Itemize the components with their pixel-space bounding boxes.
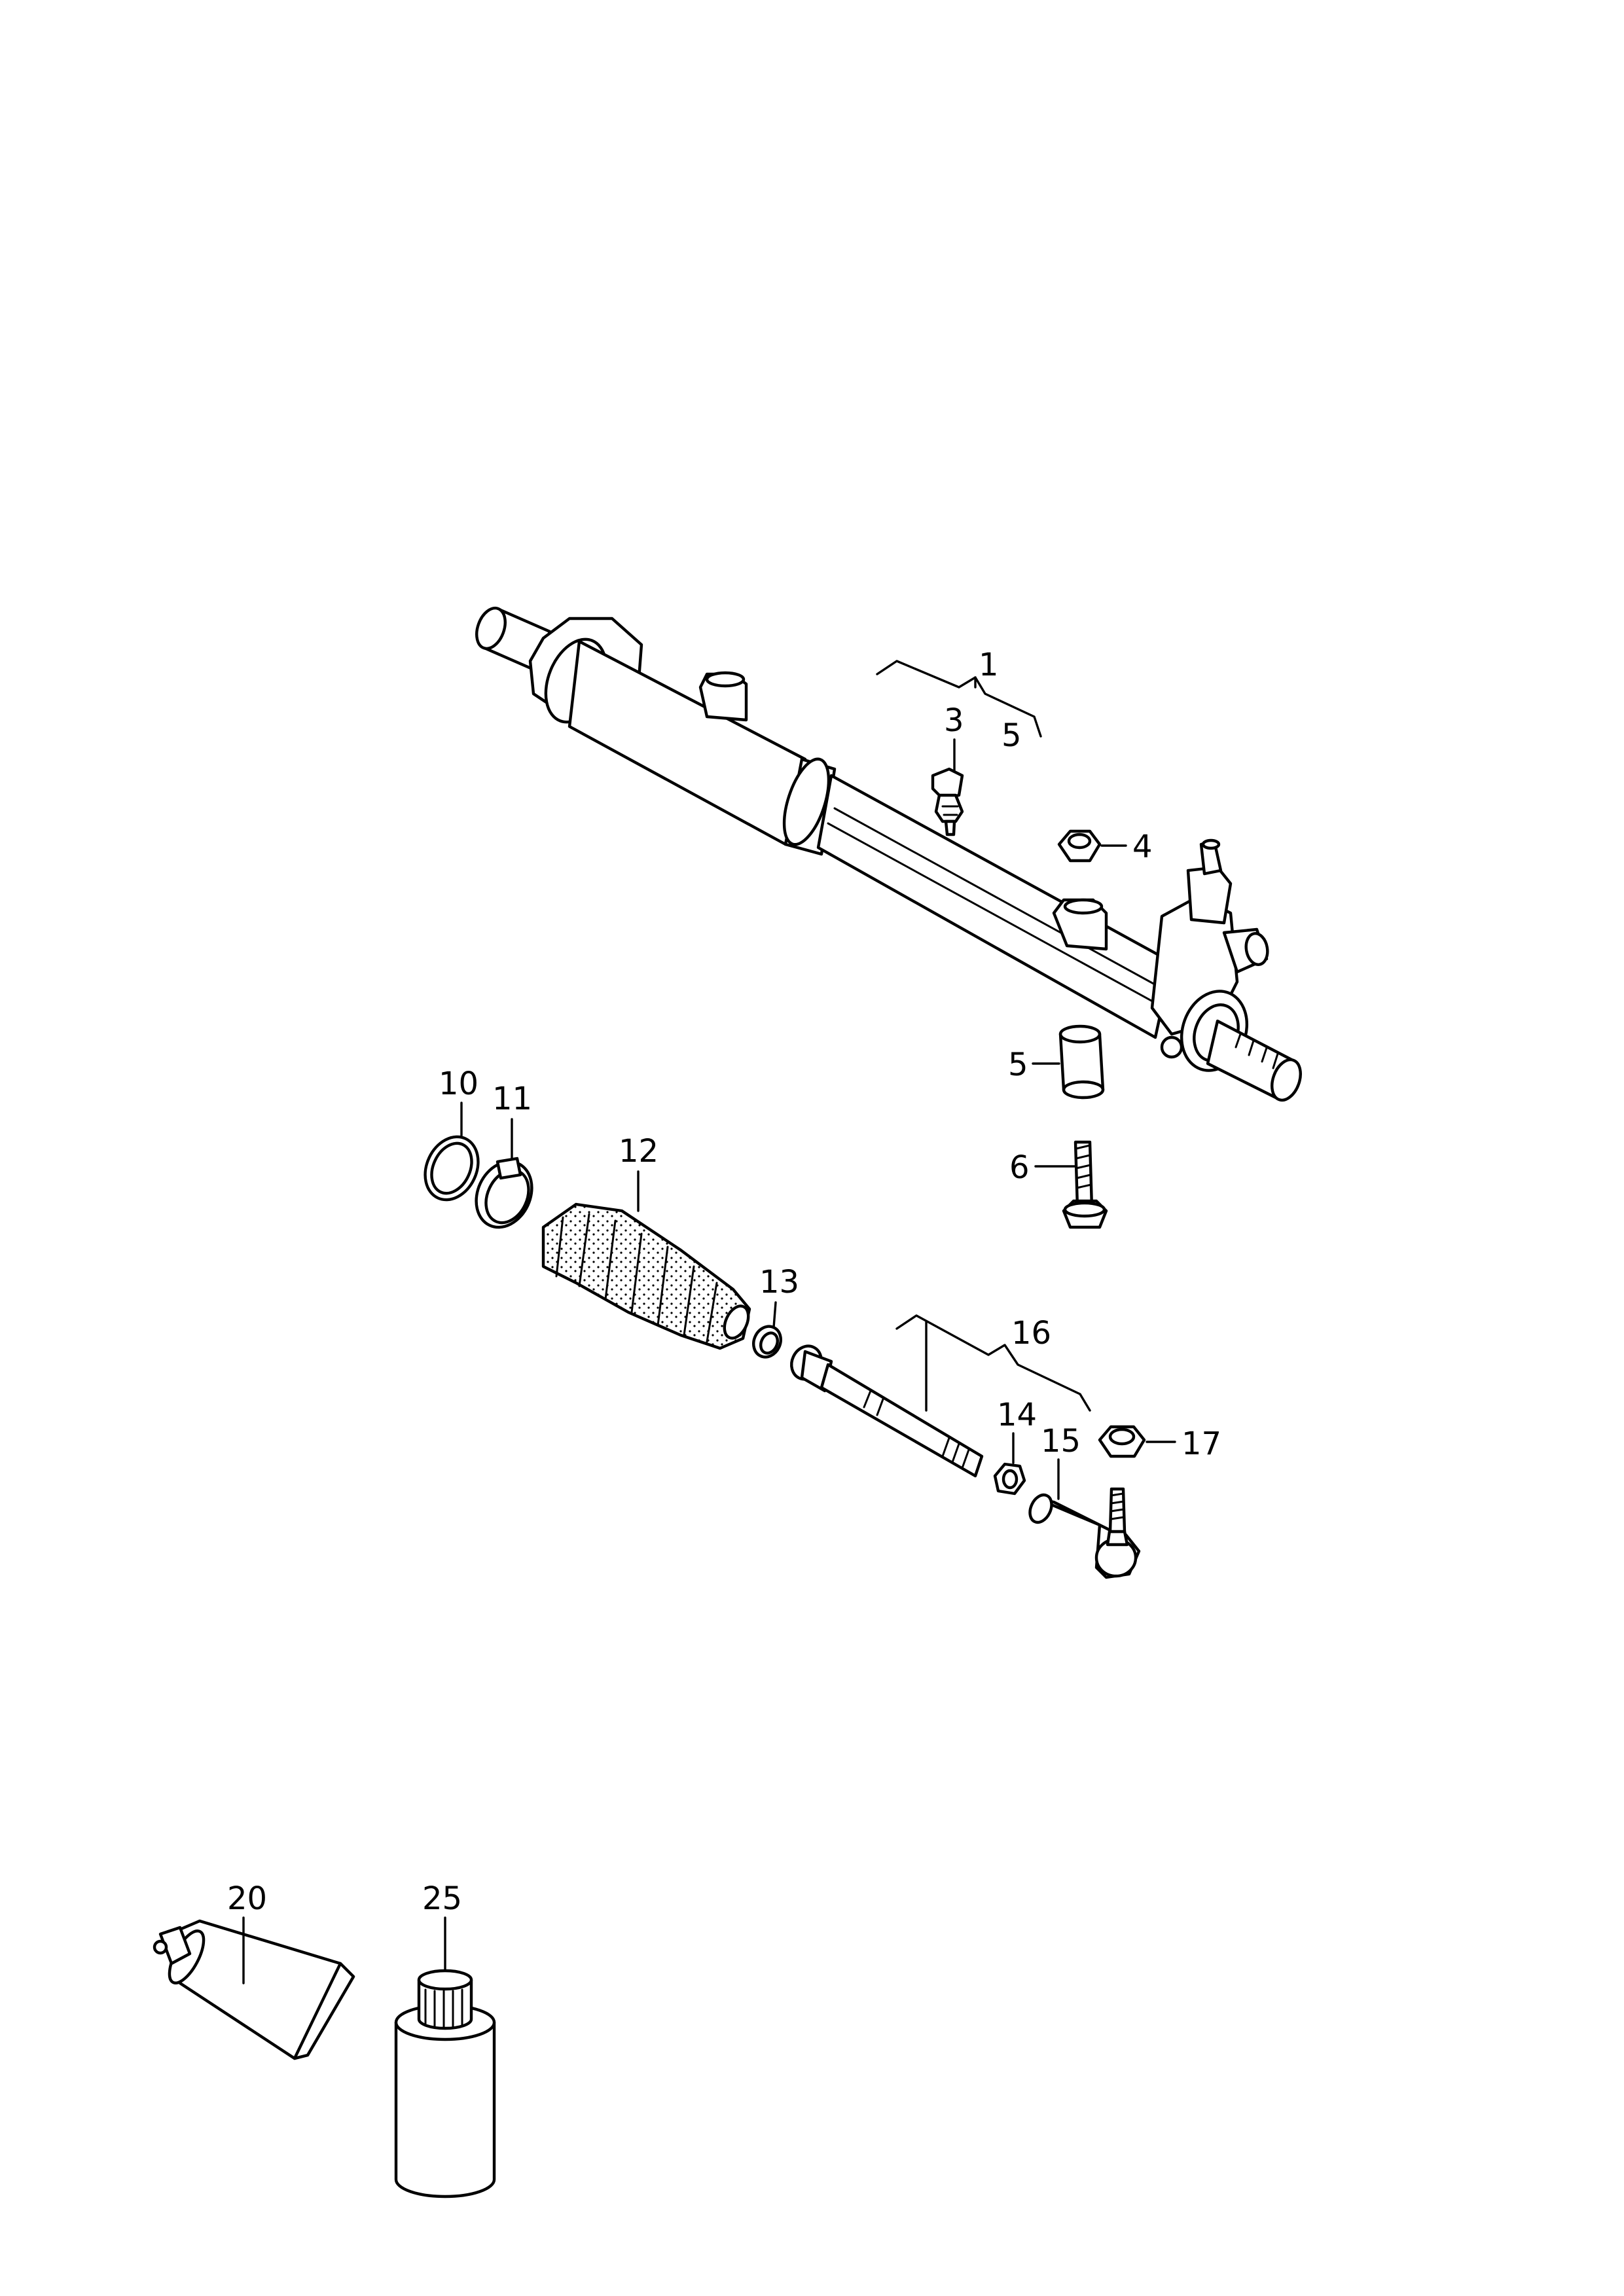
small-clamp: 13 [752, 1264, 799, 1359]
callout-6: 6 [1009, 1149, 1030, 1186]
callout-14: 14 [997, 1397, 1037, 1433]
callout-5-bracket: 5 [1001, 717, 1022, 754]
jam-nut: 14 [993, 1397, 1037, 1496]
callout-25: 25 [422, 1880, 462, 1917]
hydraulic-fluid-bottle: 25 [394, 1880, 496, 2198]
callout-11: 11 [492, 1081, 532, 1117]
steering-rack-housing [475, 606, 1302, 1102]
hose-clamp: 11 [475, 1081, 533, 1229]
callout-16: 16 [1011, 1315, 1051, 1352]
callout-20: 20 [227, 1880, 267, 1917]
callout-15: 15 [1041, 1423, 1081, 1460]
tie-rod-end: 15 [1028, 1423, 1141, 1579]
bleeder-valve: 3 [931, 702, 964, 836]
inner-tie-rod: 16 [790, 1314, 1091, 1478]
callout-1: 1 [979, 647, 999, 683]
callout-4: 4 [1132, 829, 1153, 865]
rack-boot: 12 [541, 1133, 751, 1350]
callout-3: 3 [944, 702, 964, 739]
callout-13: 13 [759, 1264, 799, 1300]
retaining-ring: 10 [424, 1066, 480, 1202]
rubber-bushing: 5 [1008, 1024, 1105, 1100]
hex-nut: 4 [1057, 829, 1153, 865]
callout-5: 5 [1008, 1047, 1028, 1083]
callout-group-1: 1 5 [876, 647, 1042, 754]
self-locking-nut: 17 [1098, 1425, 1221, 1462]
hex-bolt: 6 [1009, 1140, 1108, 1229]
callout-12: 12 [619, 1133, 659, 1170]
grease-tube: 20 [153, 1880, 355, 2060]
callout-17: 17 [1182, 1426, 1221, 1462]
callout-10: 10 [439, 1066, 478, 1102]
